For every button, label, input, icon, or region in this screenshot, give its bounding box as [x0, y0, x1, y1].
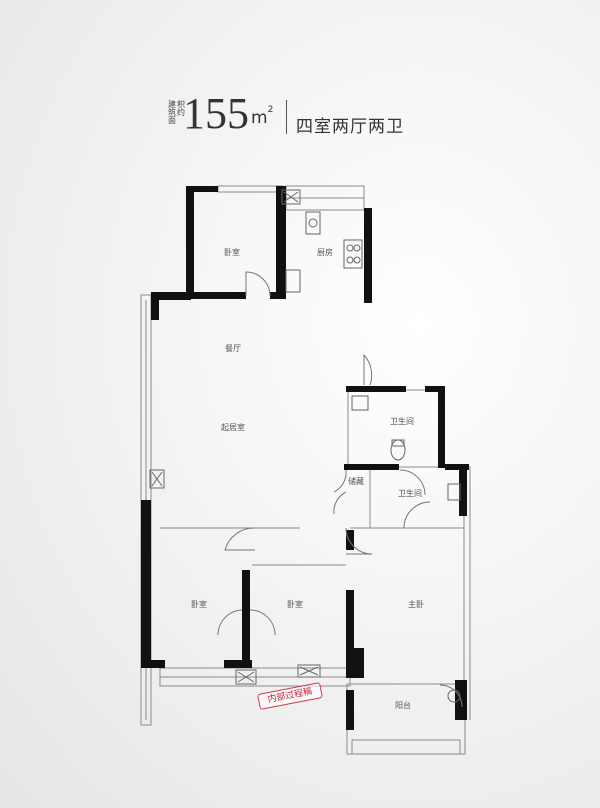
room-label-kitchen: 厨房 — [317, 247, 333, 257]
room-label-storage: 储藏 — [348, 476, 364, 486]
room-label-bathroom-2: 卫生间 — [398, 488, 422, 498]
room-label-master-bedroom: 主卧 — [408, 599, 424, 609]
room-label-bedroom-left: 卧室 — [191, 599, 207, 609]
header: 建筑面 积约 155 m2 四室两厅两卫 — [0, 0, 600, 150]
header-divider — [286, 100, 287, 134]
doors — [217, 271, 463, 708]
area-value: 155 — [183, 89, 249, 138]
fixtures — [149, 189, 461, 703]
room-label-bathroom-1: 卫生间 — [390, 416, 414, 426]
room-label-bedroom-top: 卧室 — [224, 247, 240, 257]
room-label-balcony: 阳台 — [395, 700, 411, 710]
area-caption-2: 积约 — [177, 100, 185, 117]
layout-name: 四室两厅两卫 — [296, 117, 404, 137]
room-label-dining: 餐厅 — [225, 344, 241, 353]
room-label-bedroom-mid: 卧室 — [287, 599, 303, 609]
walls — [141, 186, 469, 730]
room-label-living: 起居室 — [221, 422, 245, 432]
area-caption-1: 建筑面 — [168, 100, 176, 125]
area-unit: m2 — [251, 105, 274, 128]
